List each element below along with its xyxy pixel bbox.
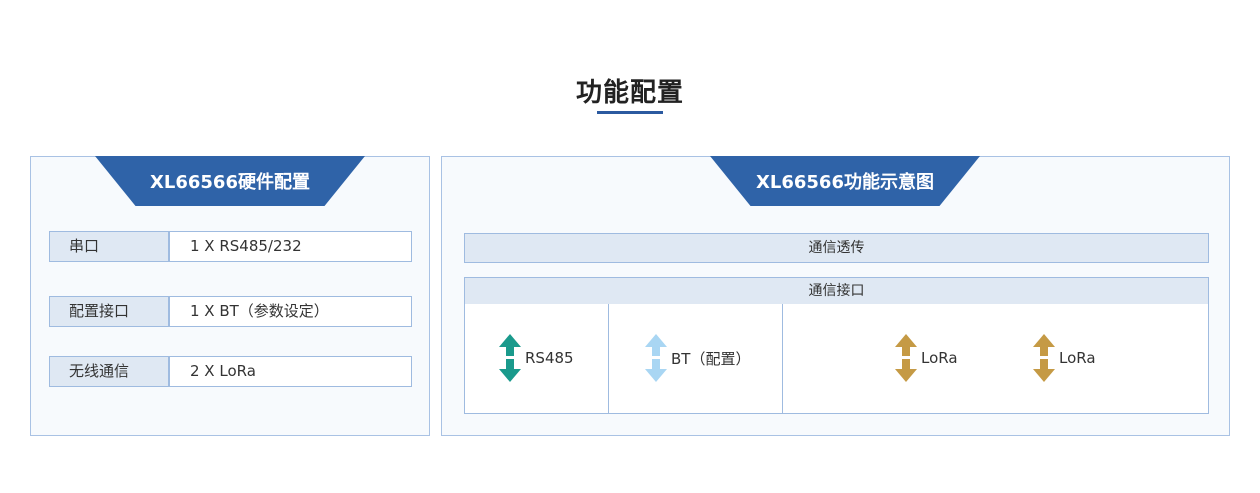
page-title: 功能配置 — [575, 78, 684, 108]
interface-cell-bt: BT（配置） — [609, 304, 783, 413]
spec-label: 无线通信 — [49, 356, 169, 387]
interface-grid: RS485 BT（配置） LoRa — [464, 304, 1209, 414]
interface-label: LoRa — [1059, 349, 1096, 367]
interface-label: RS485 — [525, 349, 574, 367]
hardware-config-title: XL66566硬件配置 — [95, 156, 365, 206]
interface-label: LoRa — [921, 349, 958, 367]
interface-bar: 通信接口 — [464, 277, 1209, 305]
interface-item: LoRa — [1033, 334, 1096, 382]
spec-value: 2 X LoRa — [169, 356, 412, 387]
function-diagram-title: XL66566功能示意图 — [710, 156, 980, 206]
double-arrow-icon — [1033, 334, 1055, 382]
interface-item: BT（配置） — [645, 334, 750, 382]
hardware-config-panel: XL66566硬件配置 串口 1 X RS485/232 配置接口 1 X BT… — [30, 156, 430, 436]
spec-value: 1 X BT（参数设定） — [169, 296, 412, 327]
double-arrow-icon — [645, 334, 667, 382]
interface-cell-lora: LoRa LoRa — [783, 304, 1209, 413]
interface-label: BT（配置） — [671, 349, 751, 368]
spec-value: 1 X RS485/232 — [169, 231, 412, 262]
title-underline — [597, 111, 663, 114]
transparent-transmission-bar: 通信透传 — [464, 233, 1209, 263]
spec-label: 串口 — [49, 231, 169, 262]
double-arrow-icon — [895, 334, 917, 382]
interface-item: RS485 — [499, 334, 574, 382]
interface-cell-rs485: RS485 — [465, 304, 609, 413]
interface-item: LoRa — [895, 334, 958, 382]
function-diagram-panel: XL66566功能示意图 通信透传 通信接口 RS485 BT（配置） — [441, 156, 1230, 436]
double-arrow-icon — [499, 334, 521, 382]
spec-label: 配置接口 — [49, 296, 169, 327]
